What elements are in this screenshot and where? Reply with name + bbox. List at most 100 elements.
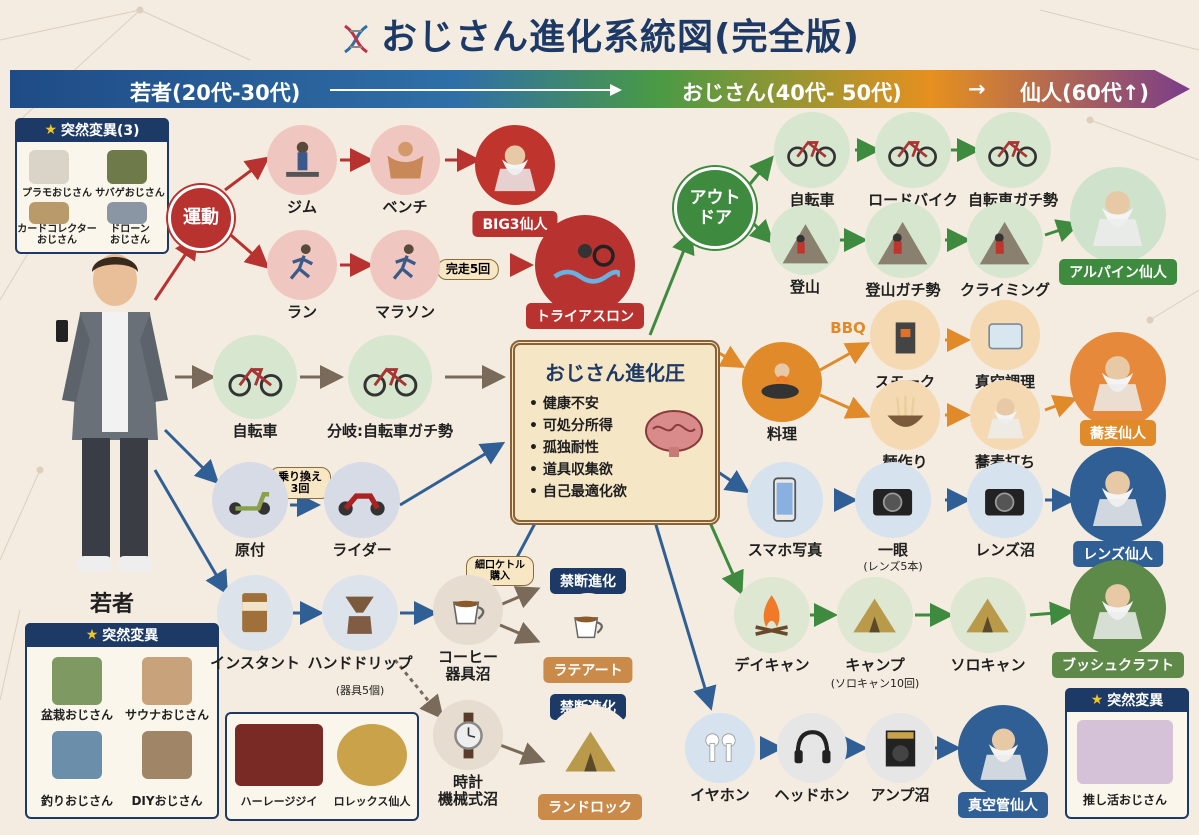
node-roadbike-icon	[888, 141, 938, 168]
node-instant-label: インスタント	[210, 654, 300, 672]
node-bikegachi	[975, 112, 1051, 188]
node-ichigan-icon	[873, 489, 913, 516]
node-daycamp-label: デイキャン	[734, 656, 810, 674]
mutation-box-top-left-heading: ★突然変異(3)	[15, 118, 169, 142]
mutation-item-fishing: 釣りおじさん	[40, 794, 114, 808]
node-bike-branch-label: 分岐:自転車ガチ勢	[327, 422, 453, 440]
node-bikegachi-icon	[988, 141, 1038, 168]
node-handdrip	[322, 575, 398, 651]
node-tube-sennin	[958, 705, 1048, 795]
rolex-thumbnail	[337, 724, 407, 786]
node-marathon-icon	[392, 243, 416, 280]
node-smartphone-label: スマホ写真	[747, 541, 823, 559]
node-smartphone-icon	[773, 477, 797, 523]
node-daycamp	[734, 577, 810, 653]
page-title: おじさん進化系統図(完全版)	[0, 8, 1199, 60]
node-soba-sennin	[1070, 332, 1166, 428]
node-alpine	[1070, 167, 1166, 263]
node-instant	[217, 575, 293, 651]
node-climbing-icon	[980, 222, 1030, 265]
card-collector-thumbnail	[29, 202, 69, 224]
node-bench	[370, 125, 440, 195]
node-ryouri-icon	[761, 363, 799, 399]
harley-label: ハーレージジイ	[240, 795, 318, 808]
node-handdrip-label: ハンドドリップ	[307, 654, 413, 672]
bonsai-thumbnail	[52, 657, 102, 705]
node-climbing-label: クライミング	[959, 281, 1051, 299]
node-gym-label: ジム	[286, 198, 318, 216]
node-daycamp-icon	[755, 595, 789, 637]
forbidden-evolution-badge: 禁断進化	[550, 568, 626, 594]
star-icon: ★	[1090, 692, 1104, 708]
mutation-item-survival: サバゲおじさん	[95, 188, 165, 199]
node-r-bike-icon	[787, 141, 837, 168]
node-instant-icon	[242, 593, 268, 633]
node-latte	[556, 593, 620, 657]
node-tube-sennin-icon	[979, 727, 1027, 780]
node-marathon	[370, 230, 440, 300]
harley-thumbnail	[235, 724, 323, 786]
node-watch	[433, 700, 503, 770]
node-bike	[213, 335, 297, 419]
node-bike-branch-icon	[363, 367, 417, 397]
node-alpine-label: アルパイン仙人	[1059, 259, 1177, 285]
mutation-box-bottom-left: ★突然変異 盆栽おじさん サウナおじさん 釣りおじさん DIYおじさん	[25, 623, 219, 819]
hub-list: 健康不安 可処分所得 孤独耐性 道具収集欲 自己最適化欲	[529, 393, 627, 503]
node-run-icon	[289, 243, 313, 280]
timeline-young: 若者(20代-30代)	[130, 81, 301, 105]
star-icon: ★	[85, 627, 99, 643]
node-run-label: ラン	[286, 303, 318, 321]
node-tozan-icon	[782, 223, 828, 263]
camp-sub-label: (ソロキャン10回)	[830, 677, 920, 690]
node-rider-label: ライダー	[332, 541, 392, 559]
node-undou: 運動	[168, 185, 234, 251]
node-menzukuri-icon	[887, 395, 923, 427]
node-lens-numa	[967, 462, 1043, 538]
plamo-thumbnail	[29, 150, 69, 184]
timeline-middle: おじさん(40代- 50代)	[682, 81, 902, 105]
dna-icon	[344, 24, 368, 54]
node-outdoor: アウト ドア	[674, 167, 756, 249]
hub-item: 道具収集欲	[529, 459, 627, 481]
evolution-pressure-hub: おじさん進化圧 健康不安 可処分所得 孤独耐性 道具収集欲 自己最適化欲	[510, 340, 720, 525]
node-alpine-icon	[1093, 191, 1143, 247]
node-amp	[865, 713, 935, 783]
node-earphone	[685, 713, 755, 783]
node-bike-branch	[348, 335, 432, 419]
node-latte-label: ラテアート	[543, 657, 633, 683]
node-lens-numa-icon	[985, 489, 1025, 516]
node-coffee-icon	[452, 600, 484, 624]
rolex-label: ロレックス仙人	[333, 795, 411, 808]
node-smoke-icon	[895, 321, 915, 353]
node-marathon-label: マラソン	[374, 303, 436, 321]
node-sobauchi-icon	[987, 397, 1023, 438]
timeline-arrow: →	[968, 77, 986, 101]
node-tozangachi-icon	[878, 222, 928, 265]
node-landlock	[545, 705, 635, 795]
handdrip-sub-label: (器具5個)	[335, 684, 385, 697]
node-amp-icon	[885, 730, 915, 766]
node-tozan-label: 登山	[789, 278, 821, 296]
node-roadbike	[875, 112, 951, 188]
page-title-text: おじさん進化系統図(完全版)	[381, 17, 860, 58]
timeline-arrow-line	[330, 84, 622, 96]
node-camp	[837, 577, 913, 653]
node-bushcraft-label: ブッシュクラフト	[1052, 652, 1184, 678]
mutation-item-sauna: サウナおじさん	[124, 708, 210, 722]
node-coffee-label: コーヒー 器具沼	[437, 648, 499, 684]
mutation-box-bottom-right-heading: ★突然変異	[1065, 688, 1189, 712]
node-bike-icon	[228, 367, 282, 397]
ichigan-sub-label: (レンズ5本)	[863, 560, 923, 573]
node-earphone-icon	[704, 732, 736, 762]
node-run	[267, 230, 337, 300]
mutation-heading-text: 突然変異(3)	[61, 123, 140, 139]
star-icon: ★	[44, 122, 57, 138]
node-camp-icon	[853, 599, 897, 633]
mutation-box-bottom-right: ★突然変異 推し活おじさん	[1065, 688, 1189, 819]
node-sobauchi	[970, 380, 1040, 450]
node-bench-icon	[387, 141, 423, 178]
node-bushcraft	[1070, 560, 1166, 656]
node-landlock-label: ランドロック	[538, 794, 642, 820]
